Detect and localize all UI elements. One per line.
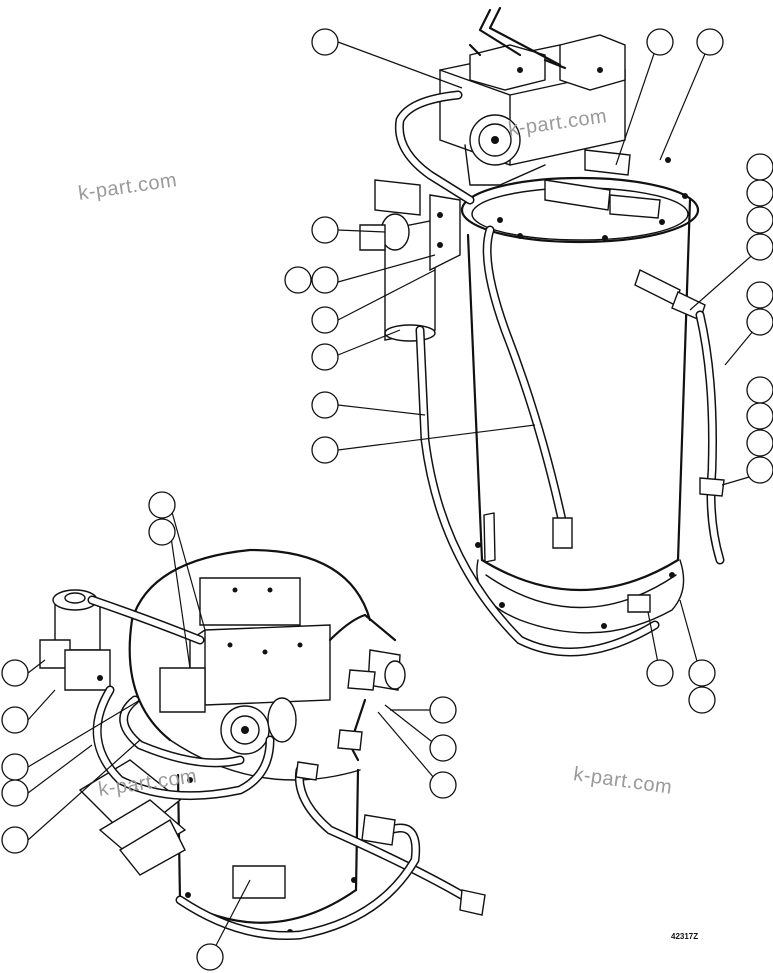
callout-marker <box>311 436 339 464</box>
callout-marker <box>688 659 716 687</box>
callout-marker <box>311 343 339 371</box>
callout-marker <box>688 686 716 714</box>
callout-marker <box>1 659 29 687</box>
callout-marker <box>429 734 457 762</box>
callout-marker <box>311 28 339 56</box>
callout-marker <box>1 826 29 854</box>
callout-marker <box>148 491 176 519</box>
callout-marker <box>746 153 773 181</box>
callout-marker <box>311 266 339 294</box>
drawing-code: 42317Z <box>671 932 699 941</box>
callout-marker <box>746 308 773 336</box>
callout-marker <box>1 706 29 734</box>
callout-marker <box>429 771 457 799</box>
callout-marker <box>311 391 339 419</box>
callout-marker <box>746 206 773 234</box>
callout-marker <box>311 306 339 334</box>
callout-marker <box>148 518 176 546</box>
callout-marker <box>311 216 339 244</box>
callout-marker <box>746 429 773 457</box>
callout-marker <box>746 456 773 484</box>
callout-marker <box>746 376 773 404</box>
callout-marker <box>746 233 773 261</box>
callout-markers <box>1 28 773 971</box>
callout-marker <box>746 281 773 309</box>
callout-marker <box>1 779 29 807</box>
callout-marker <box>429 696 457 724</box>
callout-marker <box>196 943 224 971</box>
callout-marker <box>696 28 724 56</box>
callout-marker <box>646 659 674 687</box>
lower-tank-assembly <box>39 548 486 941</box>
callout-marker <box>746 402 773 430</box>
callout-marker <box>646 28 674 56</box>
leader-lines <box>27 41 759 958</box>
callout-marker <box>746 179 773 207</box>
upper-tank-assembly <box>359 6 725 657</box>
callout-marker <box>1 753 29 781</box>
callout-marker <box>284 266 312 294</box>
